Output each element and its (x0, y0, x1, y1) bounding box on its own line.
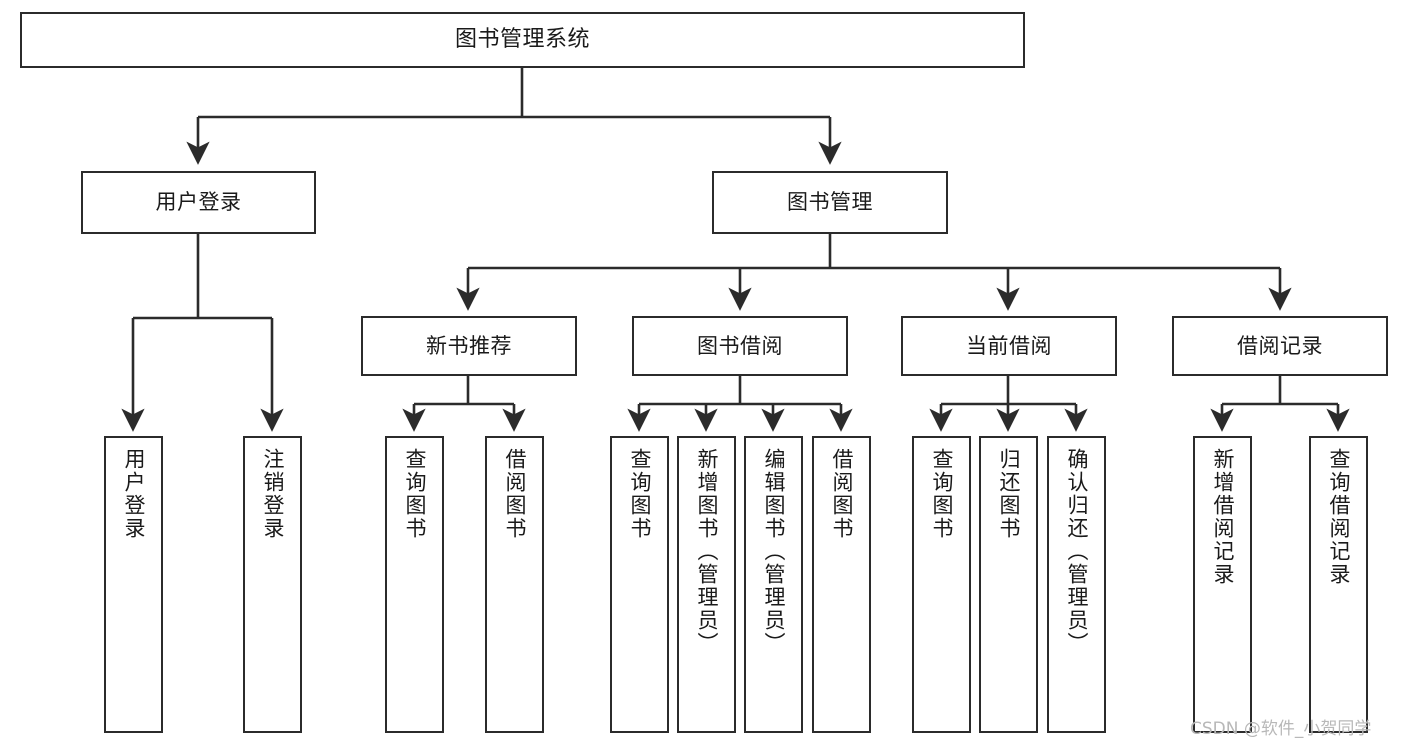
node-label: 图书管理系统 (454, 27, 590, 53)
node-user-login[interactable]: 用户登录 (81, 171, 316, 234)
leaf-current-borrow-return-book[interactable]: 归还图书 (979, 436, 1038, 733)
node-label: 确认归还（管理员） (1065, 448, 1089, 655)
node-label: 查询图书 (930, 448, 954, 540)
leaf-current-borrow-confirm-return-admin[interactable]: 确认归还（管理员） (1047, 436, 1106, 733)
node-label: 新增借阅记录 (1211, 448, 1235, 586)
leaf-book-borrow-borrow-book[interactable]: 借阅图书 (812, 436, 871, 733)
node-borrow-record[interactable]: 借阅记录 (1172, 316, 1388, 376)
leaf-user-login-user-login[interactable]: 用户登录 (104, 436, 163, 733)
node-label: 当前借阅 (966, 333, 1052, 358)
node-label: 图书管理 (787, 190, 873, 215)
leaf-new-book-query-book[interactable]: 查询图书 (385, 436, 444, 733)
node-label: 借阅记录 (1237, 333, 1323, 358)
node-label: 查询借阅记录 (1327, 448, 1351, 586)
node-label: 注销登录 (261, 448, 285, 540)
leaf-book-borrow-query-book[interactable]: 查询图书 (610, 436, 669, 733)
node-label: 新增图书（管理员） (695, 448, 719, 655)
node-root-book-management-system[interactable]: 图书管理系统 (20, 12, 1025, 68)
leaf-book-borrow-add-book-admin[interactable]: 新增图书（管理员） (677, 436, 736, 733)
node-book-borrow[interactable]: 图书借阅 (632, 316, 848, 376)
leaf-new-book-borrow-book[interactable]: 借阅图书 (485, 436, 544, 733)
node-book-management[interactable]: 图书管理 (712, 171, 948, 234)
node-label: 编辑图书（管理员） (762, 448, 786, 655)
node-label: 图书借阅 (697, 333, 783, 358)
node-label: 查询图书 (403, 448, 427, 540)
node-label: 借阅图书 (503, 448, 527, 540)
node-current-borrow[interactable]: 当前借阅 (901, 316, 1117, 376)
leaf-user-login-logout[interactable]: 注销登录 (243, 436, 302, 733)
leaf-borrow-record-add-record[interactable]: 新增借阅记录 (1193, 436, 1252, 733)
node-label: 借阅图书 (830, 448, 854, 540)
node-label: 用户登录 (155, 190, 242, 215)
leaf-book-borrow-edit-book-admin[interactable]: 编辑图书（管理员） (744, 436, 803, 733)
node-new-book-recommend[interactable]: 新书推荐 (361, 316, 577, 376)
leaf-current-borrow-query-book[interactable]: 查询图书 (912, 436, 971, 733)
node-label: 用户登录 (122, 448, 146, 540)
node-label: 归还图书 (997, 448, 1021, 540)
node-label: 查询图书 (628, 448, 652, 540)
leaf-borrow-record-query-record[interactable]: 查询借阅记录 (1309, 436, 1368, 733)
node-label: 新书推荐 (426, 333, 512, 358)
